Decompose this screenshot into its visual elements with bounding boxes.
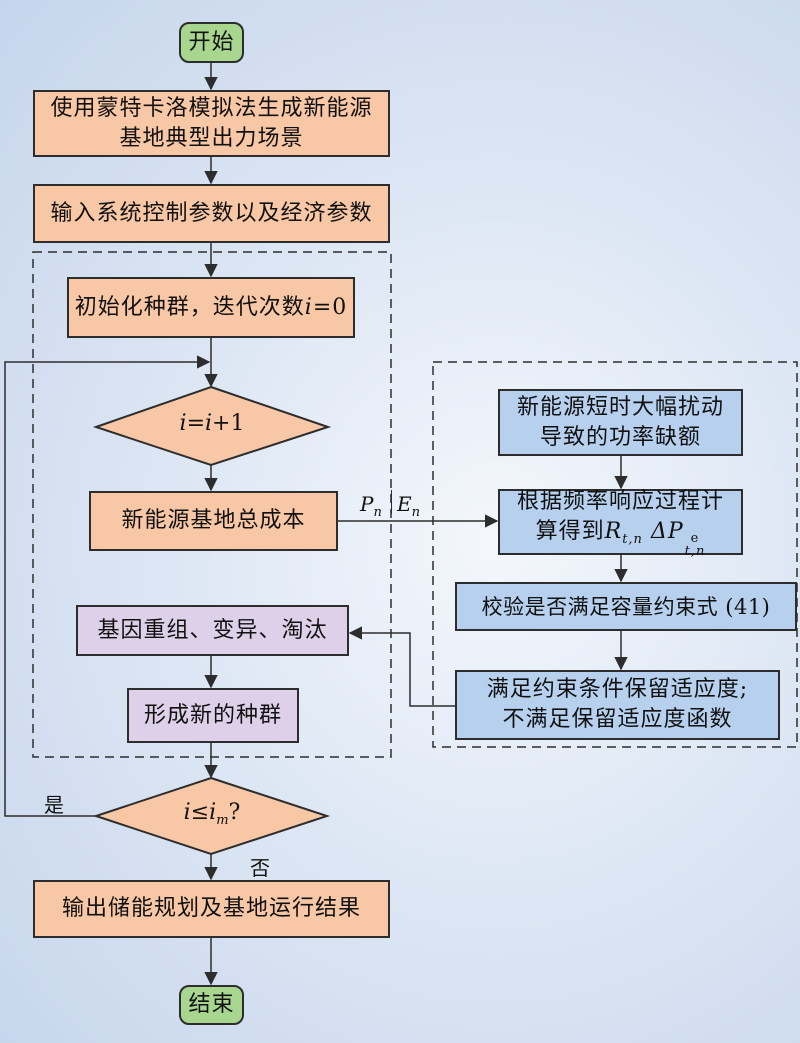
end-node: 结束: [179, 985, 244, 1025]
no-label: 否: [250, 852, 270, 881]
check-q: ?: [228, 800, 241, 825]
en-sub: n: [411, 505, 420, 520]
shortage-line-2: 导致的功率缺额: [539, 424, 701, 450]
init-eq: =0: [312, 294, 348, 320]
freq-r-sub: t,n: [622, 531, 643, 547]
edge-fitness-genetic: [348, 626, 455, 707]
output-label: 输出储能规划及基地运行结果: [61, 896, 361, 921]
mc-line-1: 使用蒙特卡洛模拟法生成新能源: [50, 95, 373, 121]
start-label: 开始: [188, 29, 235, 55]
incr-c: i: [205, 411, 213, 436]
en-label: En: [397, 492, 420, 520]
incr-diamond: i=i+1: [96, 411, 328, 436]
init-text: 初始化种群，迭代次数: [74, 294, 305, 320]
newpop-label: 形成新的种群: [143, 702, 282, 728]
shortage-line-1: 新能源短时大幅扰动: [516, 394, 724, 420]
init-var: i: [304, 294, 313, 320]
check-op: ≤: [190, 800, 210, 825]
edge-loop-yes: [4, 355, 211, 817]
freq-line-2-text: 算得到: [535, 518, 605, 544]
input-params-node: 输入系统控制参数以及经济参数: [33, 184, 390, 243]
genetic-ops-node: 基因重组、变异、淘汰: [76, 605, 349, 656]
freq-d-sup: e: [690, 530, 700, 546]
pn-var: P: [360, 492, 374, 516]
end-label: 结束: [188, 992, 235, 1017]
mc-line-2: 基地典型出力场景: [119, 125, 304, 151]
output-node: 输出储能规划及基地运行结果: [33, 880, 390, 938]
power-shortage-node: 新能源短时大幅扰动 导致的功率缺额: [498, 389, 743, 456]
check-sub: m: [216, 813, 229, 828]
init-population-node: 初始化种群，迭代次数i=0: [67, 277, 355, 338]
pn-sub: n: [373, 505, 382, 520]
freq-d-sub: t,n: [684, 543, 706, 559]
new-population-node: 形成新的种群: [127, 688, 299, 743]
verify-label: 校验是否满足容量约束式 (41): [481, 594, 771, 619]
check-a: i: [183, 800, 191, 825]
separator-mark: [391, 490, 393, 514]
constraint-dashed-frame: [432, 361, 798, 748]
fitness-node: 满足约束条件保留适应度; 不满足保留适应度函数: [455, 670, 780, 740]
freq-delta: ΔP: [650, 518, 684, 544]
init-label: 初始化种群，迭代次数i=0: [75, 293, 348, 323]
incr-b: =: [186, 411, 205, 436]
incr-d: +1: [212, 411, 245, 436]
start-node: 开始: [179, 22, 244, 63]
ga-loop-dashed-frame: [32, 251, 392, 758]
genetic-label: 基因重组、变异、淘汰: [97, 617, 328, 643]
fitness-line-1: 满足约束条件保留适应度;: [486, 677, 749, 702]
total-cost-node: 新能源基地总成本: [89, 491, 338, 551]
freq-line-1: 根据频率响应过程计: [516, 488, 724, 514]
fitness-line-2: 不满足保留适应度函数: [502, 707, 733, 732]
yes-label: 是: [44, 789, 64, 818]
pn-label: Pn: [360, 492, 382, 520]
freq-sep: [643, 519, 651, 544]
incr-a: i: [179, 411, 187, 436]
monte-carlo-node: 使用蒙特卡洛模拟法生成新能源 基地典型出力场景: [33, 90, 390, 157]
verify-capacity-node: 校验是否满足容量约束式 (41): [455, 582, 797, 631]
cost-label: 新能源基地总成本: [121, 508, 306, 533]
input-label: 输入系统控制参数以及经济参数: [50, 200, 373, 226]
check-b: i: [209, 800, 217, 825]
check-diamond: i≤im?: [96, 800, 328, 828]
yes-text: 是: [44, 793, 64, 817]
no-text: 否: [250, 856, 270, 880]
freq-r: R: [604, 518, 623, 544]
en-var: E: [397, 492, 412, 516]
